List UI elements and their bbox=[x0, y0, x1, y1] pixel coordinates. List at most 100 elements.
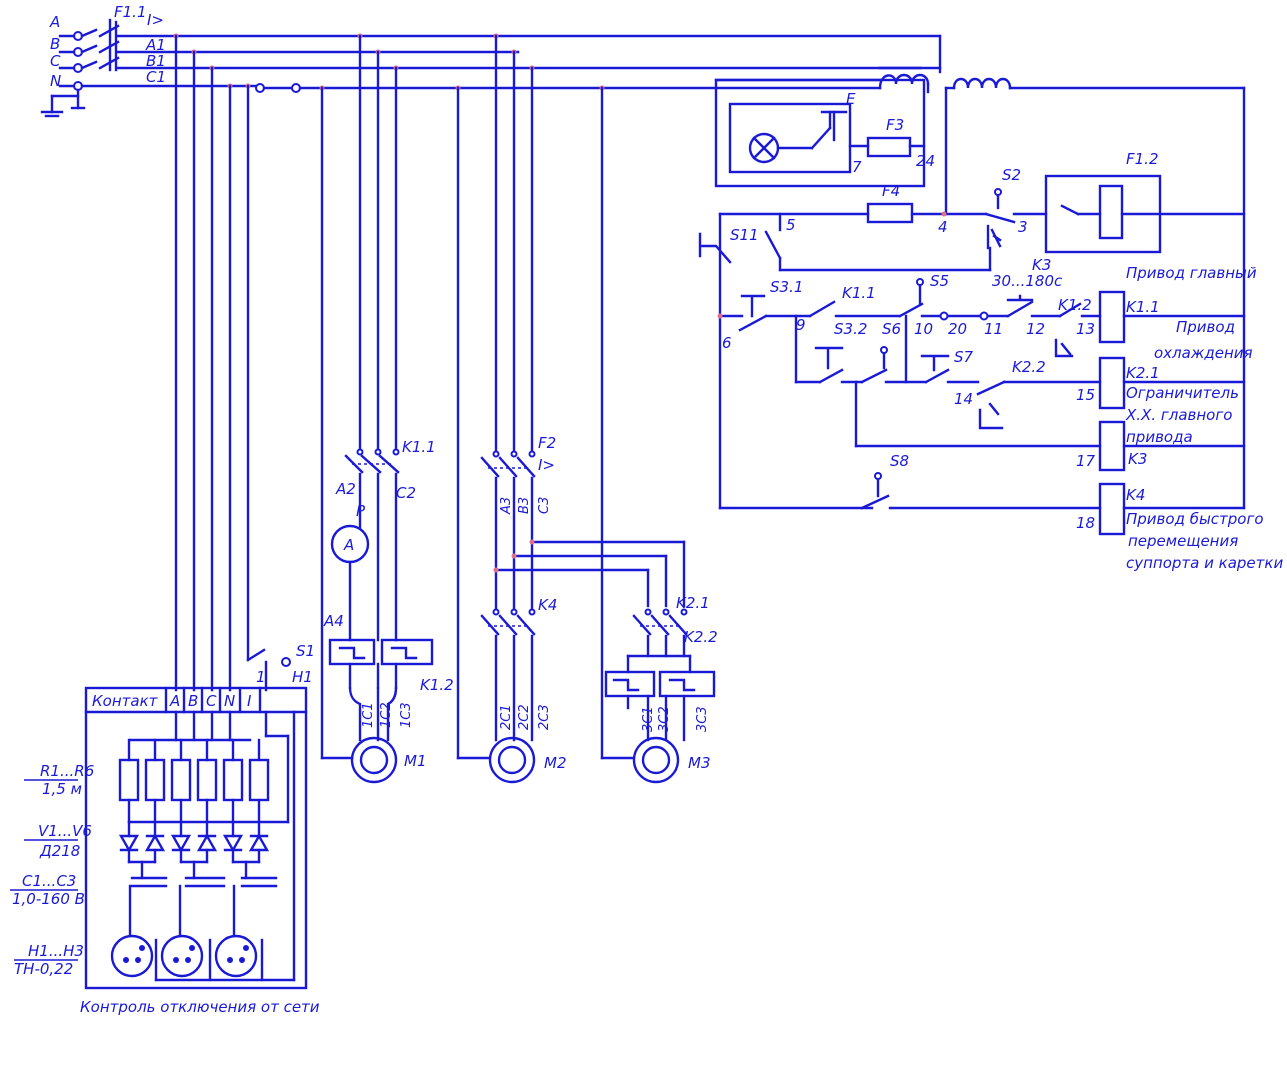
switch-label-s1: S1 bbox=[296, 642, 315, 660]
motor-m1-icon bbox=[350, 736, 398, 784]
diode-bank bbox=[118, 820, 270, 864]
bus-label-c1: C1 bbox=[146, 68, 166, 86]
switch-s3-1: S3.1 6 bbox=[722, 278, 803, 352]
indicator-lamps bbox=[110, 710, 296, 982]
switch-pin-1: 1 bbox=[256, 668, 266, 686]
coil-purpose-k2-1-l1: Ограничитель bbox=[1126, 384, 1239, 402]
legend-spec-c: 1,0-160 В bbox=[12, 890, 85, 908]
terminal-c3: C3 bbox=[537, 497, 552, 514]
switch-s1: S1 H1 1 bbox=[246, 642, 315, 692]
node-5: 5 bbox=[786, 216, 796, 234]
switch-label-s8: S8 bbox=[890, 452, 909, 470]
contactor-k2-1: K2.1 bbox=[632, 594, 710, 636]
node-10: 10 bbox=[914, 320, 933, 338]
coil-k3: K3 bbox=[1098, 420, 1246, 472]
panel-header-a: A bbox=[169, 692, 180, 710]
switch-s7: S7 bbox=[920, 348, 974, 384]
winding-1c1: 1C1 bbox=[361, 702, 376, 728]
phase-label-c: C bbox=[50, 52, 61, 70]
coil-label-k3: K3 bbox=[1128, 450, 1147, 468]
terminal-a4: A4 bbox=[323, 612, 344, 630]
terminal-c2: C2 bbox=[396, 484, 416, 502]
switch-s6: S6 bbox=[860, 320, 901, 384]
panel-header-b: B bbox=[188, 692, 198, 710]
breaker-label-f2: F2 bbox=[538, 434, 556, 452]
control-circuit: E 7 F3 24 F4 4 S2 3 K3 30...180с bbox=[698, 78, 1283, 572]
switch-s11: S11 5 bbox=[698, 212, 796, 510]
motor-label-m1: M1 bbox=[404, 752, 427, 770]
lamp-label-e: E bbox=[846, 90, 856, 108]
capacitor-bank bbox=[128, 860, 278, 938]
terminal-a2: A2 bbox=[335, 480, 356, 498]
terminal-a3: A3 bbox=[499, 497, 514, 515]
motor-m2-icon bbox=[488, 736, 536, 784]
panel-caption: Контроль отключения от сети bbox=[80, 998, 320, 1016]
winding-1c3: 1C3 bbox=[399, 702, 414, 728]
timer-label: 30...180с bbox=[992, 272, 1063, 290]
coil-purpose-k4-l3: суппорта и каретки bbox=[1126, 554, 1283, 572]
switch-label-s7: S7 bbox=[954, 348, 974, 366]
node-20: 20 bbox=[948, 320, 967, 338]
breaker-label-f1-1: F1.1 bbox=[114, 3, 146, 21]
coil-purpose-k1-1-l2: охлаждения bbox=[1154, 344, 1253, 362]
contact-label-k2-2: K2.2 bbox=[1012, 358, 1046, 376]
overload-k1-2: K1.2 bbox=[328, 638, 454, 694]
contactor-label-k4: K4 bbox=[538, 596, 557, 614]
contact-label-k1-1: K1.1 bbox=[842, 284, 876, 302]
motor-m1-circuit: K1.1 A2 C2 A P A4 K1.2 1C1 1C2 1C3 bbox=[323, 34, 454, 784]
node-12: 12 bbox=[1026, 320, 1045, 338]
legend-ref-v: V1...V6 bbox=[38, 822, 92, 840]
legend-spec-r: 1,5 м bbox=[42, 780, 82, 798]
terminal-b3: B3 bbox=[517, 497, 532, 514]
resistor-bank bbox=[118, 738, 290, 824]
legend-spec-v: Д218 bbox=[39, 842, 80, 860]
switch-label-s2: S2 bbox=[1002, 166, 1021, 184]
contactor-k1-1: K1.1 bbox=[344, 438, 436, 474]
ammeter-label-p: P bbox=[356, 502, 366, 520]
coil-purpose-k2-1-l3: привода bbox=[1126, 428, 1193, 446]
fuse-node-24: 24 bbox=[916, 152, 935, 170]
node-13: 13 bbox=[1076, 320, 1095, 338]
node-17: 17 bbox=[1076, 452, 1096, 470]
relay-label-f1-2: F1.2 bbox=[1126, 150, 1158, 168]
node-3: 3 bbox=[1018, 218, 1028, 236]
winding-2c3: 2C3 bbox=[537, 704, 552, 730]
fuse-label-f4: F4 bbox=[882, 182, 900, 200]
contactor-k4: K4 bbox=[480, 596, 557, 636]
coil-label-k2-1: K2.1 bbox=[1126, 364, 1160, 382]
panel-header-i: I bbox=[247, 692, 252, 710]
switch-s8: S8 bbox=[860, 452, 909, 510]
ground-icon bbox=[40, 88, 86, 118]
switch-s5: S5 bbox=[898, 272, 949, 318]
coil-k2-1: K2.1 Ограничитель Х.Х. главного привода bbox=[1098, 356, 1246, 446]
ammeter-icon: A P bbox=[330, 502, 370, 564]
coil-k1-1: K1.1 Привод охлаждения bbox=[1098, 290, 1253, 362]
coil-purpose-k4-l1: Привод быстрого bbox=[1126, 510, 1264, 528]
overload-label-k1-2: K1.2 bbox=[420, 676, 454, 694]
overload-label-k2-2: K2.2 bbox=[684, 628, 718, 646]
phase-label-n: N bbox=[50, 72, 61, 90]
coil-purpose-k2-1-l2: Х.Х. главного bbox=[1125, 406, 1232, 424]
switch-label-s11: S11 bbox=[730, 226, 759, 244]
switch-s2: S2 3 bbox=[984, 166, 1048, 250]
winding-2c2: 2C2 bbox=[517, 704, 532, 730]
coil-k4: K4 Привод быстрого перемещения суппорта … bbox=[1098, 482, 1283, 572]
node-6: 6 bbox=[722, 334, 732, 352]
fuse-label-f3: F3 bbox=[886, 116, 904, 134]
breaker-f1-1: F1.1 I> bbox=[80, 3, 164, 72]
contactor-label-k2-1: K2.1 bbox=[676, 594, 710, 612]
coil-purpose-k4-l2: перемещения bbox=[1128, 532, 1238, 550]
node-9: 9 bbox=[796, 316, 806, 334]
supply-input: A B C N F1.1 bbox=[40, 3, 166, 118]
switch-label-s3-1: S3.1 bbox=[770, 278, 803, 296]
legend-ref-c: C1...C3 bbox=[22, 872, 76, 890]
bus-label-b1: B1 bbox=[146, 52, 166, 70]
phase-label-a: A bbox=[49, 13, 60, 31]
contact-k3: K3 bbox=[1032, 256, 1051, 274]
winding-2c1: 2C1 bbox=[499, 704, 514, 730]
panel-header-n: N bbox=[224, 692, 235, 710]
bus-label-a1: A1 bbox=[145, 36, 166, 54]
switch-lamp-h1: H1 bbox=[292, 668, 313, 686]
component-legend: R1...R6 1,5 м V1...V6 Д218 C1...C3 1,0-1… bbox=[10, 762, 94, 978]
node-14: 14 bbox=[954, 390, 973, 408]
